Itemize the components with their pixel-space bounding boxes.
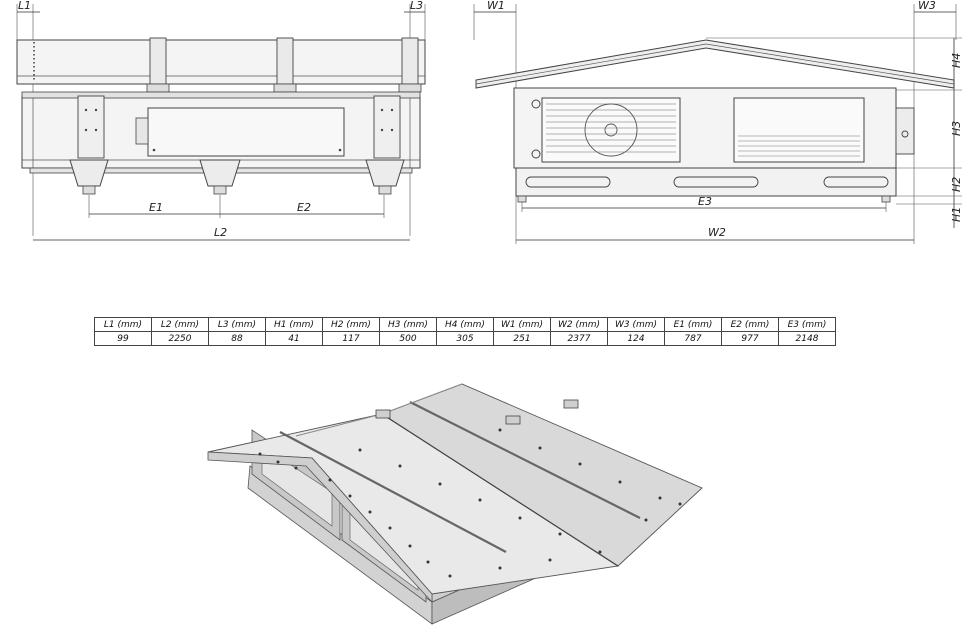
table-header-h4: H4 (mm) [436,317,494,332]
table-value-h3: 500 [379,331,437,346]
e1-label: E1 [149,201,163,214]
table-header-w2: W2 (mm) [550,317,608,332]
table-value-l3: 88 [208,331,266,346]
w3-label: W3 [918,0,936,12]
mounting-foot [365,159,405,195]
table-value-l1: 99 [94,331,152,346]
table-value-h4: 305 [436,331,494,346]
table-value-e3: 2148 [778,331,836,346]
mounting-foot [69,159,109,195]
inspection-panel [147,107,345,157]
h1-label: H1 [950,207,963,222]
w1-label: W1 [487,0,505,12]
roof-clip [375,409,391,419]
table-value-e1: 787 [664,331,722,346]
table-header-e2: E2 (mm) [721,317,779,332]
e2-label: E2 [297,201,311,214]
front-view-drawing: W1 W3 E3 W2 H4 H3 H2 H1 [473,0,963,244]
roof-clip [563,399,579,409]
l1-label: L1 [18,0,31,12]
roof-clamp [146,37,170,93]
roof-cover [16,39,426,85]
roof-seam [279,401,641,553]
table-header-h3: H3 (mm) [379,317,437,332]
table-header-l1: L1 (mm) [94,317,152,332]
table-header-l2: L2 (mm) [151,317,209,332]
table-header-e3: E3 (mm) [778,317,836,332]
table-value-w2: 2377 [550,331,608,346]
table-header-w3: W3 (mm) [607,317,665,332]
table-value-row: 99 2250 88 41 117 500 305 251 2377 124 7… [94,331,836,346]
table-header-e1: E1 (mm) [664,317,722,332]
h4-label: H4 [950,53,963,68]
e3-label: E3 [698,195,712,208]
isometric-view-drawing [207,383,703,625]
gable-roof [475,39,955,89]
coil-section [733,97,865,163]
table-value-h1: 41 [265,331,323,346]
side-view-drawing: L1 L3 E1 [16,0,426,241]
table-value-e2: 977 [721,331,779,346]
table-header-l3: L3 (mm) [208,317,266,332]
h2-label: H2 [950,177,963,192]
base-frame [515,167,897,197]
roof-clip [505,415,521,425]
table-header-h2: H2 (mm) [322,317,380,332]
dimension-table: L1 (mm) L2 (mm) L3 (mm) H1 (mm) H2 (mm) … [94,317,836,346]
table-value-w1: 251 [493,331,551,346]
fan-section [541,97,681,163]
table-value-h2: 117 [322,331,380,346]
mounting-foot [199,159,241,195]
l2-label: L2 [214,226,227,239]
w2-label: W2 [708,226,726,239]
table-value-w3: 124 [607,331,665,346]
l3-label: L3 [410,0,423,12]
table-header-h1: H1 (mm) [265,317,323,332]
h3-label: H3 [950,121,963,136]
roof-clamp [398,37,422,93]
table-header-w1: W1 (mm) [493,317,551,332]
roof-clamp [273,37,297,93]
table-value-l2: 2250 [151,331,209,346]
table-header-row: L1 (mm) L2 (mm) L3 (mm) H1 (mm) H2 (mm) … [94,317,836,332]
